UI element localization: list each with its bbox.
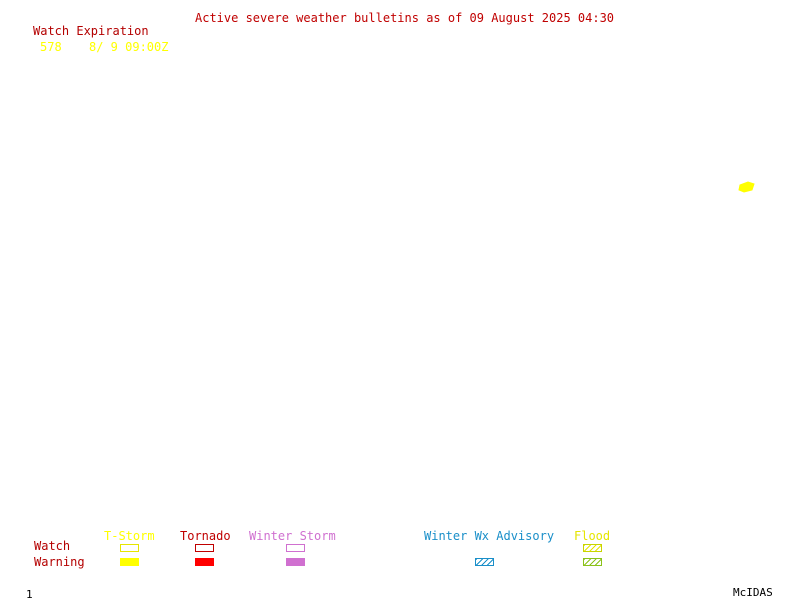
winter-wx-advisory-warning-swatch: [475, 558, 494, 566]
tornado-warning-swatch: [195, 558, 214, 566]
flood-watch-swatch: [583, 544, 602, 552]
winter-storm-watch-swatch: [286, 544, 305, 552]
watch-area-polygon: [738, 181, 755, 193]
page-title: Active severe weather bulletins as of 09…: [195, 11, 615, 25]
legend-tstorm-label: T-Storm: [104, 529, 155, 543]
tornado-watch-swatch: [195, 544, 214, 552]
flood-warning-swatch: [583, 558, 602, 566]
watch-expiration-label: Watch Expiration: [33, 24, 149, 38]
frame-number: 1: [26, 588, 33, 601]
winter-storm-warning-swatch: [286, 558, 305, 566]
map-area: [0, 60, 800, 520]
legend-winter-wx-advisory-label: Winter Wx Advisory: [424, 529, 555, 543]
tstorm-watch-swatch: [120, 544, 139, 552]
watch-expiry-time: 8/ 9 09:00Z: [89, 40, 169, 54]
watch-id: 578: [40, 40, 62, 54]
legend-tornado-label: Tornado: [180, 529, 231, 543]
tstorm-warning-swatch: [120, 558, 139, 566]
legend-row-watch: Watch: [34, 539, 71, 553]
map-canvas: [738, 181, 755, 193]
legend-row-warning: Warning: [34, 555, 85, 569]
legend-winter-storm-label: Winter Storm: [249, 529, 336, 543]
legend-flood-label: Flood: [574, 529, 611, 543]
software-label: McIDAS: [733, 586, 773, 599]
